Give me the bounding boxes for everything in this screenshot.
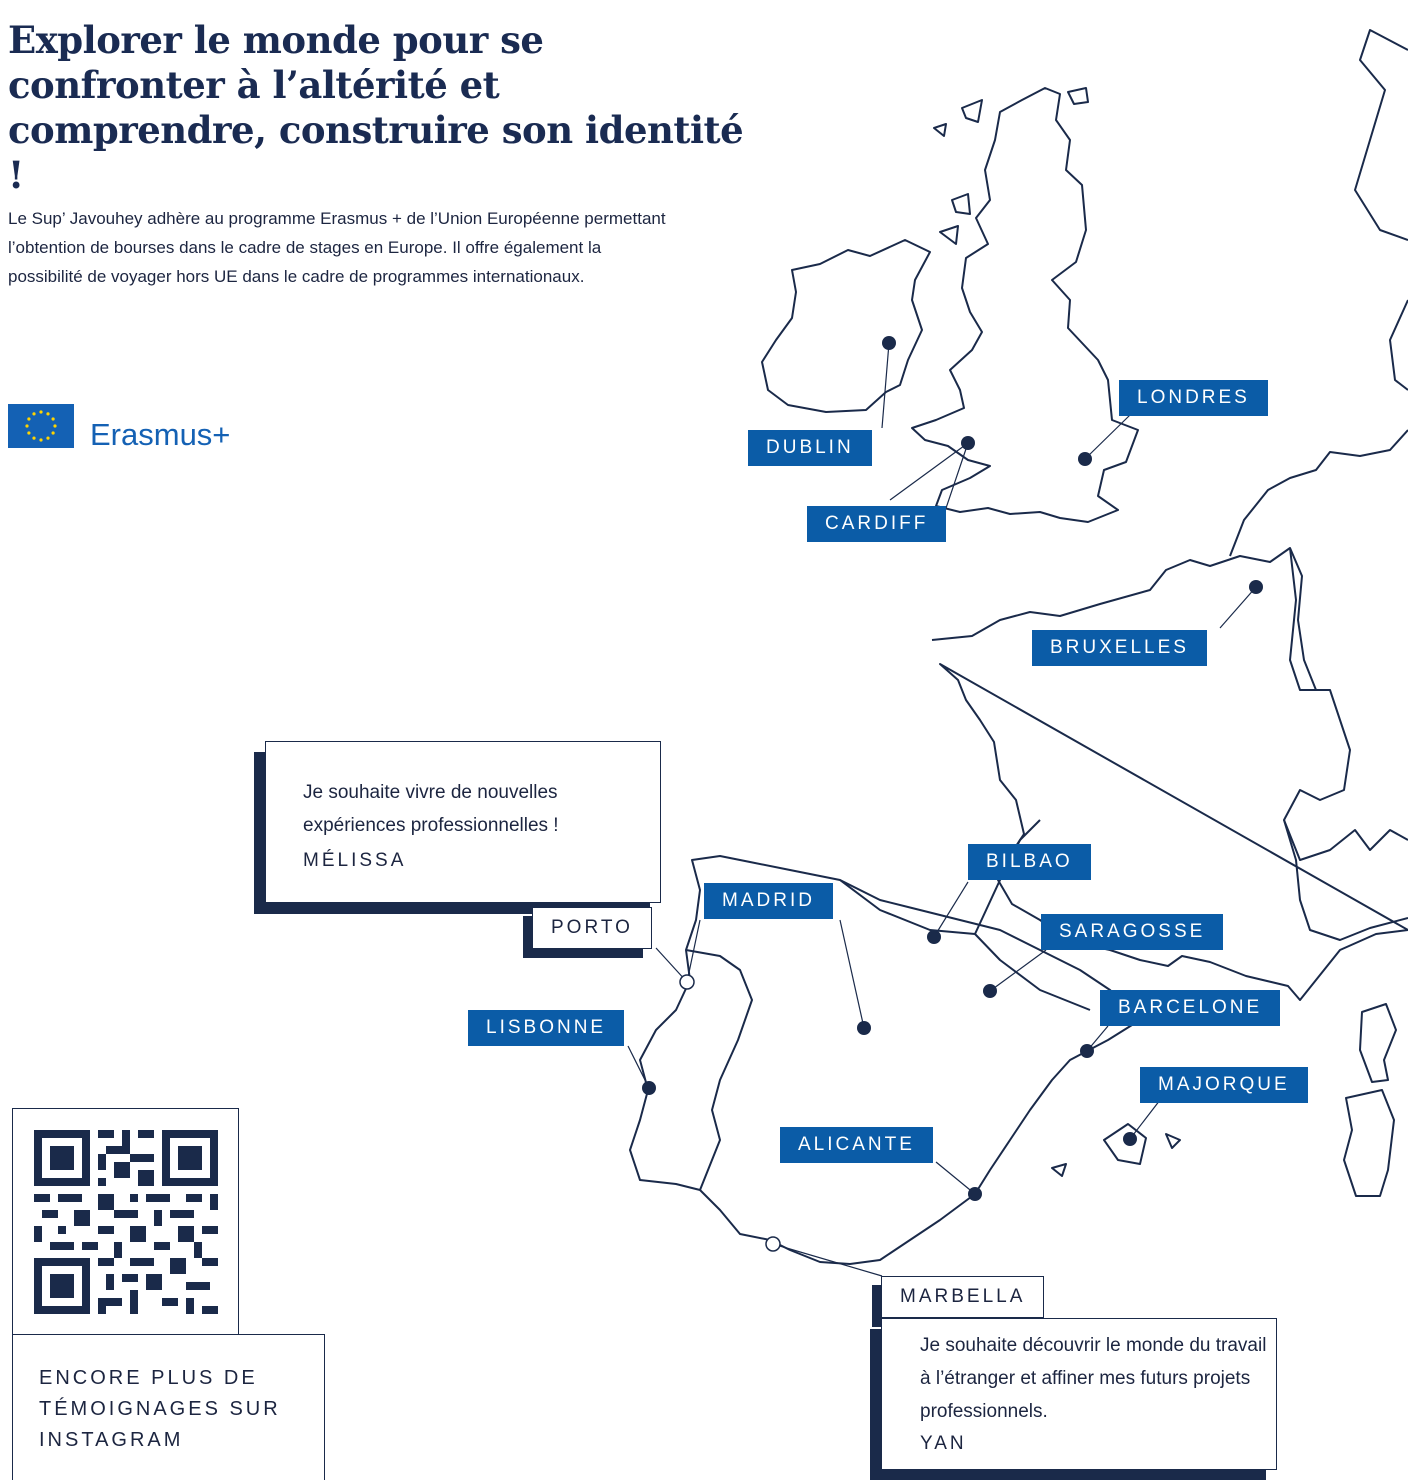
city-label-majorque: MAJORQUE: [1140, 1067, 1308, 1103]
great-britain-outline: [911, 87, 1139, 523]
city-label-alicante: ALICANTE: [780, 1127, 933, 1163]
italy-switzerland-border: [1283, 819, 1408, 861]
testimonial-card-melissa: Je souhaite vivre de nouvelles expérienc…: [265, 741, 661, 903]
intro-paragraph: Le Sup’ Javouhey adhère au programme Era…: [8, 209, 666, 286]
testimonial-markers: [679, 974, 781, 1252]
balearic-islands: [1051, 1123, 1181, 1177]
scottish-islands: [933, 87, 1089, 245]
eu-stars-icon: [25, 410, 57, 442]
erasmus-wordmark: Erasmus+: [90, 417, 231, 452]
city-markers: [642, 336, 1263, 1201]
instagram-cta-text: ENCORE PLUS DE TÉMOIGNAGES SUR INSTAGRAM: [39, 1367, 281, 1451]
testimonial-card-yan: Je souhaite découvrir le monde du travai…: [881, 1318, 1277, 1470]
leader-lines: [627, 342, 1257, 1277]
portugal-border: [685, 949, 753, 1191]
corsica-sardinia: [1343, 1003, 1397, 1197]
benelux-outline: [1229, 429, 1408, 691]
city-label-lisbonne: LISBONNE: [468, 1010, 625, 1046]
testimonial-author: YAN: [920, 1433, 967, 1454]
instagram-qr-code[interactable]: [12, 1108, 239, 1336]
testimonial-city-marbella: MARBELLA: [881, 1276, 1045, 1318]
city-label-bruxelles: BRUXELLES: [1032, 630, 1207, 666]
city-label-bilbao: BILBAO: [968, 844, 1091, 880]
instagram-cta[interactable]: ENCORE PLUS DE TÉMOIGNAGES SUR INSTAGRAM: [12, 1334, 325, 1480]
testimonial-author: MÉLISSA: [303, 850, 407, 871]
germany-norway-coast: [1354, 29, 1408, 391]
testimonial-city-porto: PORTO: [532, 907, 652, 949]
city-label-madrid: MADRID: [704, 883, 833, 919]
page-title: Explorer le monde pour se confronter à l…: [8, 18, 744, 197]
testimonial-quote: Je souhaite vivre de nouvelles expérienc…: [303, 782, 559, 836]
city-label-dublin: DUBLIN: [748, 430, 872, 466]
city-label-barcelone: BARCELONE: [1100, 990, 1281, 1026]
city-label-saragosse: SARAGOSSE: [1041, 914, 1224, 950]
testimonial-quote: Je souhaite découvrir le monde du travai…: [920, 1335, 1267, 1422]
france-outline: [931, 547, 1408, 1001]
iberia-outline: [629, 855, 1141, 1265]
qr-code-icon: [34, 1130, 218, 1314]
eu-flag-icon: [8, 404, 74, 448]
city-label-cardiff: CARDIFF: [807, 506, 947, 542]
city-label-londres: LONDRES: [1119, 380, 1268, 416]
ireland-outline: [761, 239, 931, 413]
